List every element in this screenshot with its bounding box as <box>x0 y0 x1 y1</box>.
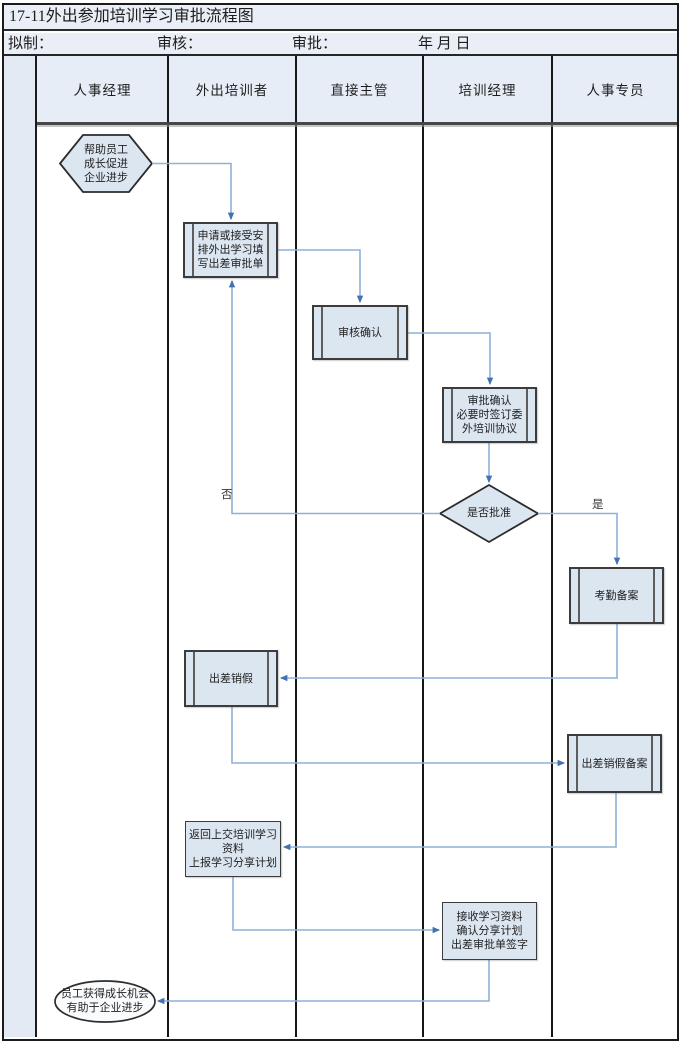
predefined-bar-right <box>653 569 655 622</box>
flow-node-trip-cancel-leave-label: 出差销假 <box>209 672 253 685</box>
flow-node-review-confirm: 审核确认 <box>312 305 408 360</box>
flow-node-return-materials: 返回上交培训学习 资料 上报学习分享计划 <box>185 821 281 877</box>
predefined-bar-right <box>267 652 269 705</box>
predefined-bar-left <box>576 736 578 791</box>
meta-date-label: 年 月 日 <box>418 36 471 52</box>
lane-title-training-manager: 培训经理 <box>458 83 517 98</box>
lane-divider-1 <box>167 56 169 1037</box>
lane-divider-3 <box>422 56 424 1037</box>
flow-node-receive-materials-label: 接收学习资料 确认分享计划 出差审批单签字 <box>451 911 528 951</box>
lane-title-hr-manager: 人事经理 <box>73 83 132 98</box>
approval-meta-row: 拟制： 审核： 审批： 年 月 日 <box>4 33 677 56</box>
lane-title-direct-manager: 直接主管 <box>330 83 389 98</box>
decision-diamond-label: 是否批准 <box>467 507 511 519</box>
predefined-bar-left <box>451 389 453 441</box>
flow-node-review-confirm-label: 审核确认 <box>338 326 382 339</box>
lane-divider-4 <box>551 56 553 1037</box>
predefined-bar-right <box>526 389 528 441</box>
flow-node-trip-cancel-filing: 出差销假备案 <box>567 734 662 793</box>
predefined-bar-right <box>651 736 653 791</box>
left-margin-column <box>4 56 37 1037</box>
meta-approve-label: 审批： <box>292 36 338 52</box>
predefined-bar-right <box>397 307 399 358</box>
flow-node-return-materials-label: 返回上交培训学习 资料 上报学习分享计划 <box>189 829 277 869</box>
start-hexagon-label: 帮助员工 成长促进 企业进步 <box>84 144 128 184</box>
lane-title-trainee: 外出培训者 <box>195 83 269 98</box>
meta-review-label: 审核： <box>157 36 203 52</box>
predefined-bar-left <box>193 652 195 705</box>
end-terminator-label: 员工获得成长机会 有助于企业进步 <box>61 988 149 1014</box>
lane-divider-2 <box>295 56 297 1037</box>
predefined-bar-left <box>321 307 323 358</box>
edge-label-no: 否 <box>221 489 233 501</box>
flow-node-attendance-filing-label: 考勤备案 <box>594 589 639 602</box>
flow-node-apply: 申请或接受安 排外出学习填 写出差审批单 <box>183 222 278 278</box>
flow-node-attendance-filing: 考勤备案 <box>569 567 664 624</box>
lane-title-hr-specialist: 人事专员 <box>586 83 645 98</box>
flow-node-trip-cancel-leave: 出差销假 <box>184 650 278 707</box>
flow-node-approve-confirm-label: 审批确认 必要时签订委 外培训协议 <box>456 395 523 435</box>
lane-header-band <box>37 56 677 122</box>
predefined-bar-left <box>192 224 194 276</box>
flow-node-approve-confirm: 审批确认 必要时签订委 外培训协议 <box>442 387 537 443</box>
page-title: 17-11外出参加培训学习审批流程图 <box>4 5 677 31</box>
meta-draft-label: 拟制： <box>8 36 54 52</box>
flow-node-trip-cancel-filing-label: 出差销假备案 <box>581 757 648 770</box>
predefined-bar-left <box>578 569 580 622</box>
lane-header-underline <box>37 122 677 125</box>
flow-node-apply-label: 申请或接受安 排外出学习填 写出差审批单 <box>197 230 264 270</box>
flow-node-receive-materials: 接收学习资料 确认分享计划 出差审批单签字 <box>442 902 537 960</box>
predefined-bar-right <box>267 224 269 276</box>
edge-label-yes: 是 <box>592 499 604 511</box>
